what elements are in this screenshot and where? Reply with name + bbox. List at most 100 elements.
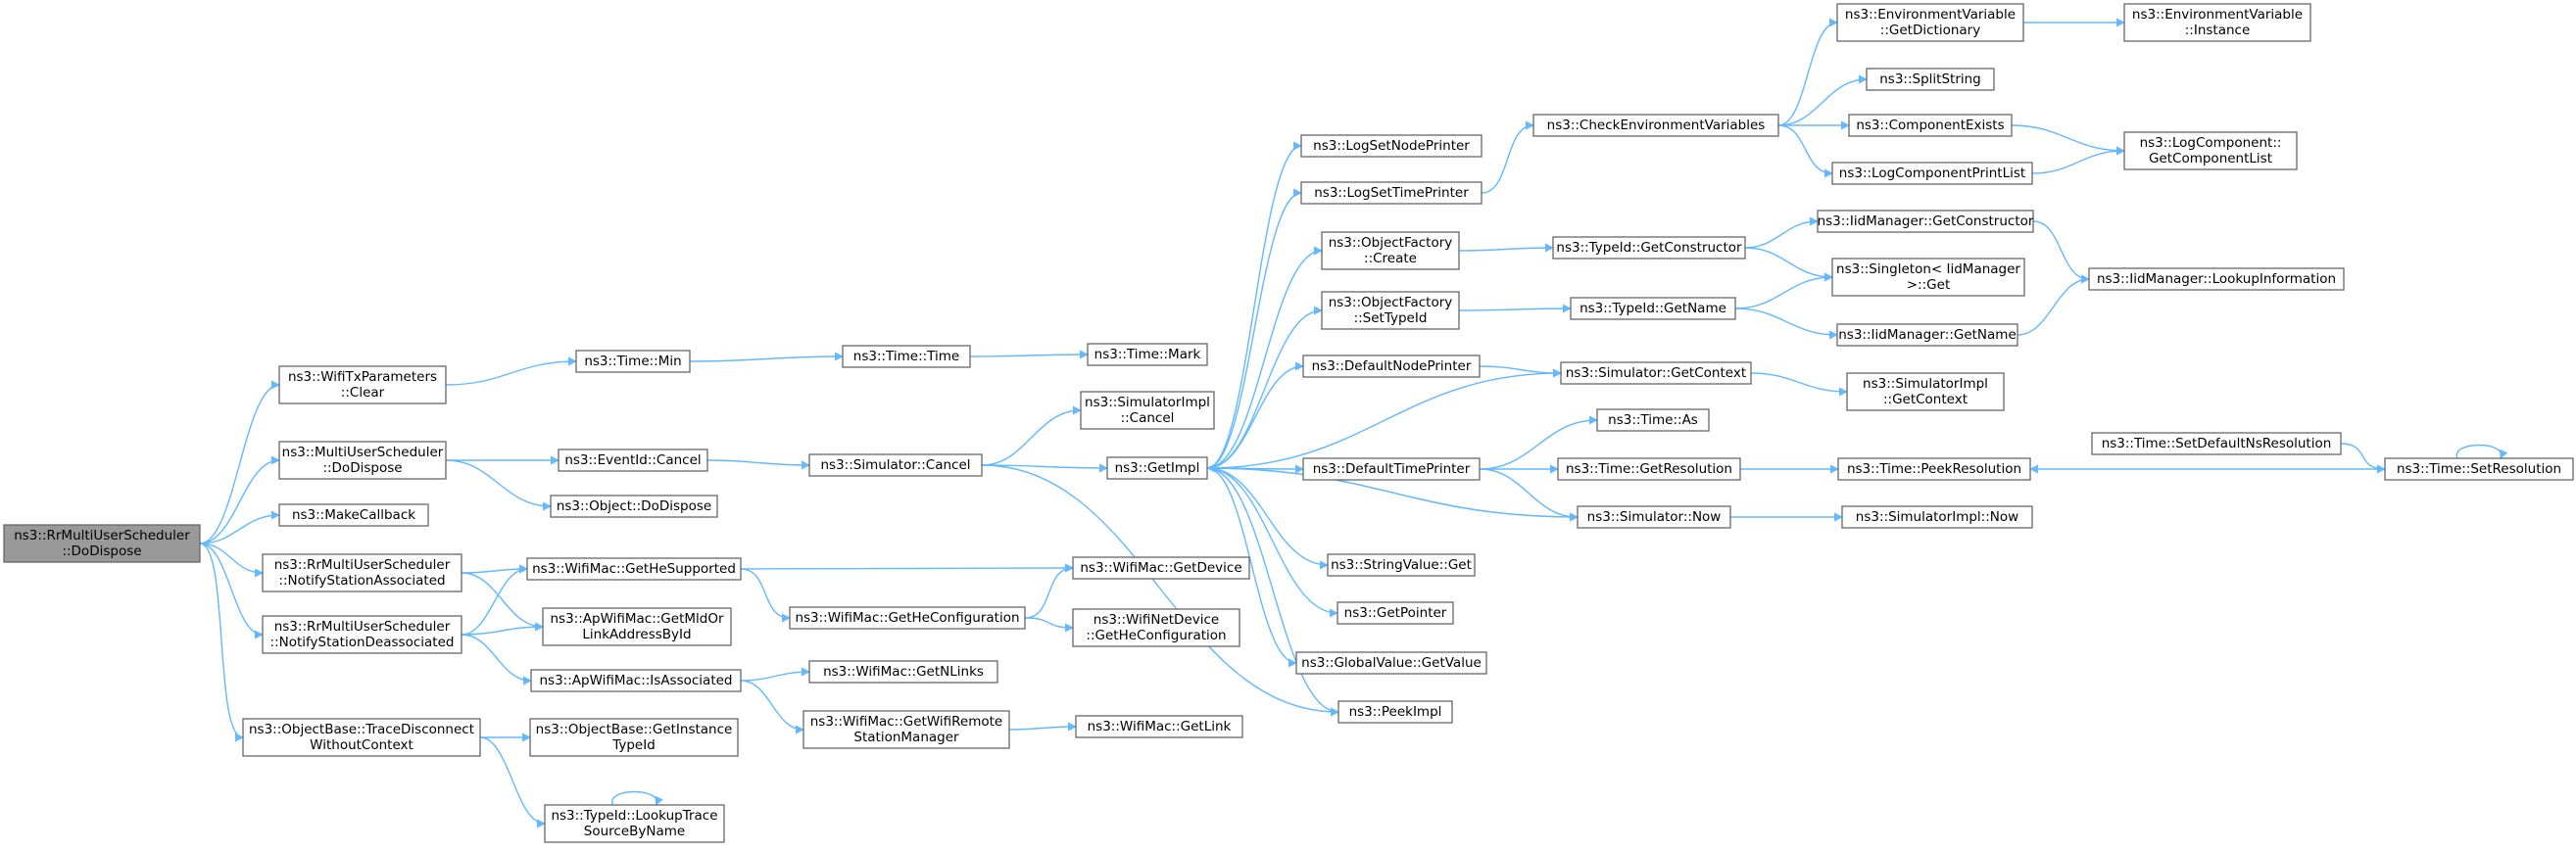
node-label: ns3::SimulatorImpl <box>1085 395 1210 410</box>
node-defaultNodePrinter[interactable]: ns3::DefaultNodePrinter <box>1302 355 1481 378</box>
node-objDoDispose[interactable]: ns3::Object::DoDispose <box>550 495 718 518</box>
node-iidGetName[interactable]: ns3::IidManager::GetName <box>1836 323 2018 347</box>
node-notifyDeassoc[interactable]: ns3::RrMultiUserScheduler::NotifyStation… <box>262 615 462 654</box>
node-iidGetConstructor[interactable]: ns3::IidManager::GetConstructor <box>1817 210 2034 233</box>
node-muDoDispose[interactable]: ns3::MultiUserScheduler::DoDispose <box>278 441 447 480</box>
node-getNLinks[interactable]: ns3::WifiMac::GetNLinks <box>808 660 998 684</box>
node-typeIdGetName[interactable]: ns3::TypeId::GetName <box>1570 297 1736 320</box>
node-getHeSupported[interactable]: ns3::WifiMac::GetHeSupported <box>526 557 742 581</box>
node-logSetNodePrinter[interactable]: ns3::LogSetNodePrinter <box>1300 134 1482 158</box>
node-label: ::SetTypeId <box>1354 310 1428 326</box>
node-checkEnvVars[interactable]: ns3::CheckEnvironmentVariables <box>1532 114 1779 137</box>
node-objFactorySetTypeId[interactable]: ns3::ObjectFactory::SetTypeId <box>1321 291 1460 330</box>
node-splitString[interactable]: ns3::SplitString <box>1866 68 1995 91</box>
node-label: >::Get <box>1907 277 1950 293</box>
node-envGetDictionary[interactable]: ns3::EnvironmentVariable::GetDictionary <box>1836 3 2024 42</box>
node-defaultTimePrinter[interactable]: ns3::DefaultTimePrinter <box>1302 457 1481 481</box>
node-simGetContext[interactable]: ns3::Simulator::GetContext <box>1560 361 1752 385</box>
node-label: ns3::ObjectBase::GetInstance <box>536 722 733 737</box>
node-objFactoryCreate[interactable]: ns3::ObjectFactory::Create <box>1321 231 1460 270</box>
node-box <box>544 804 725 843</box>
node-getWifiRemote[interactable]: ns3::WifiMac::GetWifiRemoteStationManage… <box>802 710 1010 749</box>
node-label: ::NotifyStationDeassociated <box>270 635 455 650</box>
node-getDevice[interactable]: ns3::WifiMac::GetDevice <box>1072 556 1250 580</box>
edge-getImpl-to-objFactoryCreate <box>1206 246 1323 469</box>
node-label: WithoutContext <box>310 737 413 753</box>
node-timeTime[interactable]: ns3::Time::Time <box>842 345 971 368</box>
node-timePeekResolution[interactable]: ns3::Time::PeekResolution <box>1837 457 2031 481</box>
node-logComponentPrintList[interactable]: ns3::LogComponentPrintList <box>1831 162 2033 185</box>
node-simCancel[interactable]: ns3::Simulator::Cancel <box>808 453 983 477</box>
node-simNow[interactable]: ns3::Simulator::Now <box>1577 505 1731 529</box>
node-label: ns3::GetImpl <box>1115 460 1200 476</box>
node-logGetComponentList[interactable]: ns3::LogComponent::GetComponentList <box>2123 131 2298 170</box>
node-label: ns3::Time::Min <box>584 354 681 369</box>
node-singletonGet[interactable]: ns3::Singleton< IidManager >::Get <box>1831 258 2025 297</box>
node-timeSetResolution[interactable]: ns3::Time::SetResolution <box>2384 457 2574 481</box>
node-label: ns3::EventId::Cancel <box>564 452 701 468</box>
node-label: ns3::GlobalValue::GetValue <box>1301 655 1482 671</box>
node-stringValueGet[interactable]: ns3::StringValue::Get <box>1327 553 1476 577</box>
node-box <box>1302 355 1481 378</box>
node-root[interactable]: ns3::RrMultiUserScheduler::DoDispose <box>3 524 201 563</box>
node-label: ns3::ObjectFactory <box>1329 235 1453 251</box>
node-timeMin[interactable]: ns3::Time::Min <box>575 350 691 373</box>
node-label: StationManager <box>853 730 959 745</box>
node-label: ns3::Time::GetResolution <box>1566 461 1732 477</box>
edge-getImpl-to-logSetNodePrinter <box>1206 141 1302 469</box>
node-isAssociated[interactable]: ns3::ApWifiMac::IsAssociated <box>530 669 742 692</box>
node-wifiTxClear[interactable]: ns3::WifiTxParameters::Clear <box>278 365 447 404</box>
node-simImplCancel[interactable]: ns3::SimulatorImpl::Cancel <box>1080 391 1215 430</box>
node-box <box>1337 700 1453 724</box>
node-label: ns3::Time::Mark <box>1094 347 1201 362</box>
node-timeSetDefaultNsRes[interactable]: ns3::Time::SetDefaultNsResolution <box>2091 432 2342 455</box>
node-getHeConfig[interactable]: ns3::WifiMac::GetHeConfiguration <box>789 606 1026 630</box>
node-envInstance[interactable]: ns3::EnvironmentVariable::Instance <box>2123 3 2311 42</box>
node-netDevHeConfig[interactable]: ns3::WifiNetDevice::GetHeConfiguration <box>1072 608 1240 647</box>
node-label: ns3::CheckEnvironmentVariables <box>1547 118 1766 133</box>
edge-getWifiRemote-to-getLink <box>1008 722 1077 732</box>
edge-checkEnvVars-to-logComponentPrintList <box>1777 124 1833 178</box>
node-simImplNow[interactable]: ns3::SimulatorImpl::Now <box>1841 505 2033 529</box>
node-traceDisconnect[interactable]: ns3::ObjectBase::TraceDisconnectWithoutC… <box>242 718 481 757</box>
node-box <box>808 453 983 477</box>
node-label: ns3::RrMultiUserScheduler <box>274 619 451 635</box>
node-timeGetResolution[interactable]: ns3::Time::GetResolution <box>1557 457 1741 481</box>
node-componentExists[interactable]: ns3::ComponentExists <box>1848 114 2013 137</box>
node-getImpl[interactable]: ns3::GetImpl <box>1106 456 1208 480</box>
node-box <box>1596 408 1710 432</box>
node-box <box>1570 297 1736 320</box>
node-logSetTimePrinter[interactable]: ns3::LogSetTimePrinter <box>1300 181 1482 205</box>
edge-muDoDispose-to-objDoDispose <box>445 459 552 511</box>
node-getPointer[interactable]: ns3::GetPointer <box>1337 601 1454 625</box>
node-eventCancel[interactable]: ns3::EventId::Cancel <box>558 449 708 472</box>
node-typeIdGetConstructor[interactable]: ns3::TypeId::GetConstructor <box>1552 236 1746 260</box>
edge-componentExists-to-logGetComponentList <box>2011 124 2125 156</box>
edge-typeIdGetName-to-singletonGet <box>1734 272 1833 309</box>
node-box <box>575 350 691 373</box>
node-makeCallback[interactable]: ns3::MakeCallback <box>278 503 429 527</box>
node-getLink[interactable]: ns3::WifiMac::GetLink <box>1075 715 1243 738</box>
node-label: TypeId <box>611 737 656 753</box>
node-box <box>550 495 718 518</box>
node-label: ::GetHeConfiguration <box>1086 628 1226 643</box>
node-box <box>530 669 742 692</box>
node-box <box>242 718 481 757</box>
edge-getHeConfig-to-netDevHeConfig <box>1024 617 1074 633</box>
node-iidLookupInfo[interactable]: ns3::IidManager::LookupInformation <box>2088 267 2345 291</box>
node-box <box>1836 3 2024 42</box>
node-notifyAssoc[interactable]: ns3::RrMultiUserScheduler::NotifyStation… <box>262 553 462 592</box>
edge-simCancel-to-peekImpl <box>981 464 1339 717</box>
node-simImplGetContext[interactable]: ns3::SimulatorImpl::GetContext <box>1846 372 2005 411</box>
node-timeMark[interactable]: ns3::Time::Mark <box>1087 343 1208 366</box>
node-peekImpl[interactable]: ns3::PeekImpl <box>1337 700 1453 724</box>
edge-wifiTxClear-to-timeMin <box>445 356 577 386</box>
node-globalValueGet[interactable]: ns3::GlobalValue::GetValue <box>1295 651 1487 675</box>
node-box <box>802 710 1010 749</box>
node-timeAs[interactable]: ns3::Time::As <box>1596 408 1710 432</box>
node-box <box>1841 505 2033 529</box>
node-box <box>2384 457 2574 481</box>
